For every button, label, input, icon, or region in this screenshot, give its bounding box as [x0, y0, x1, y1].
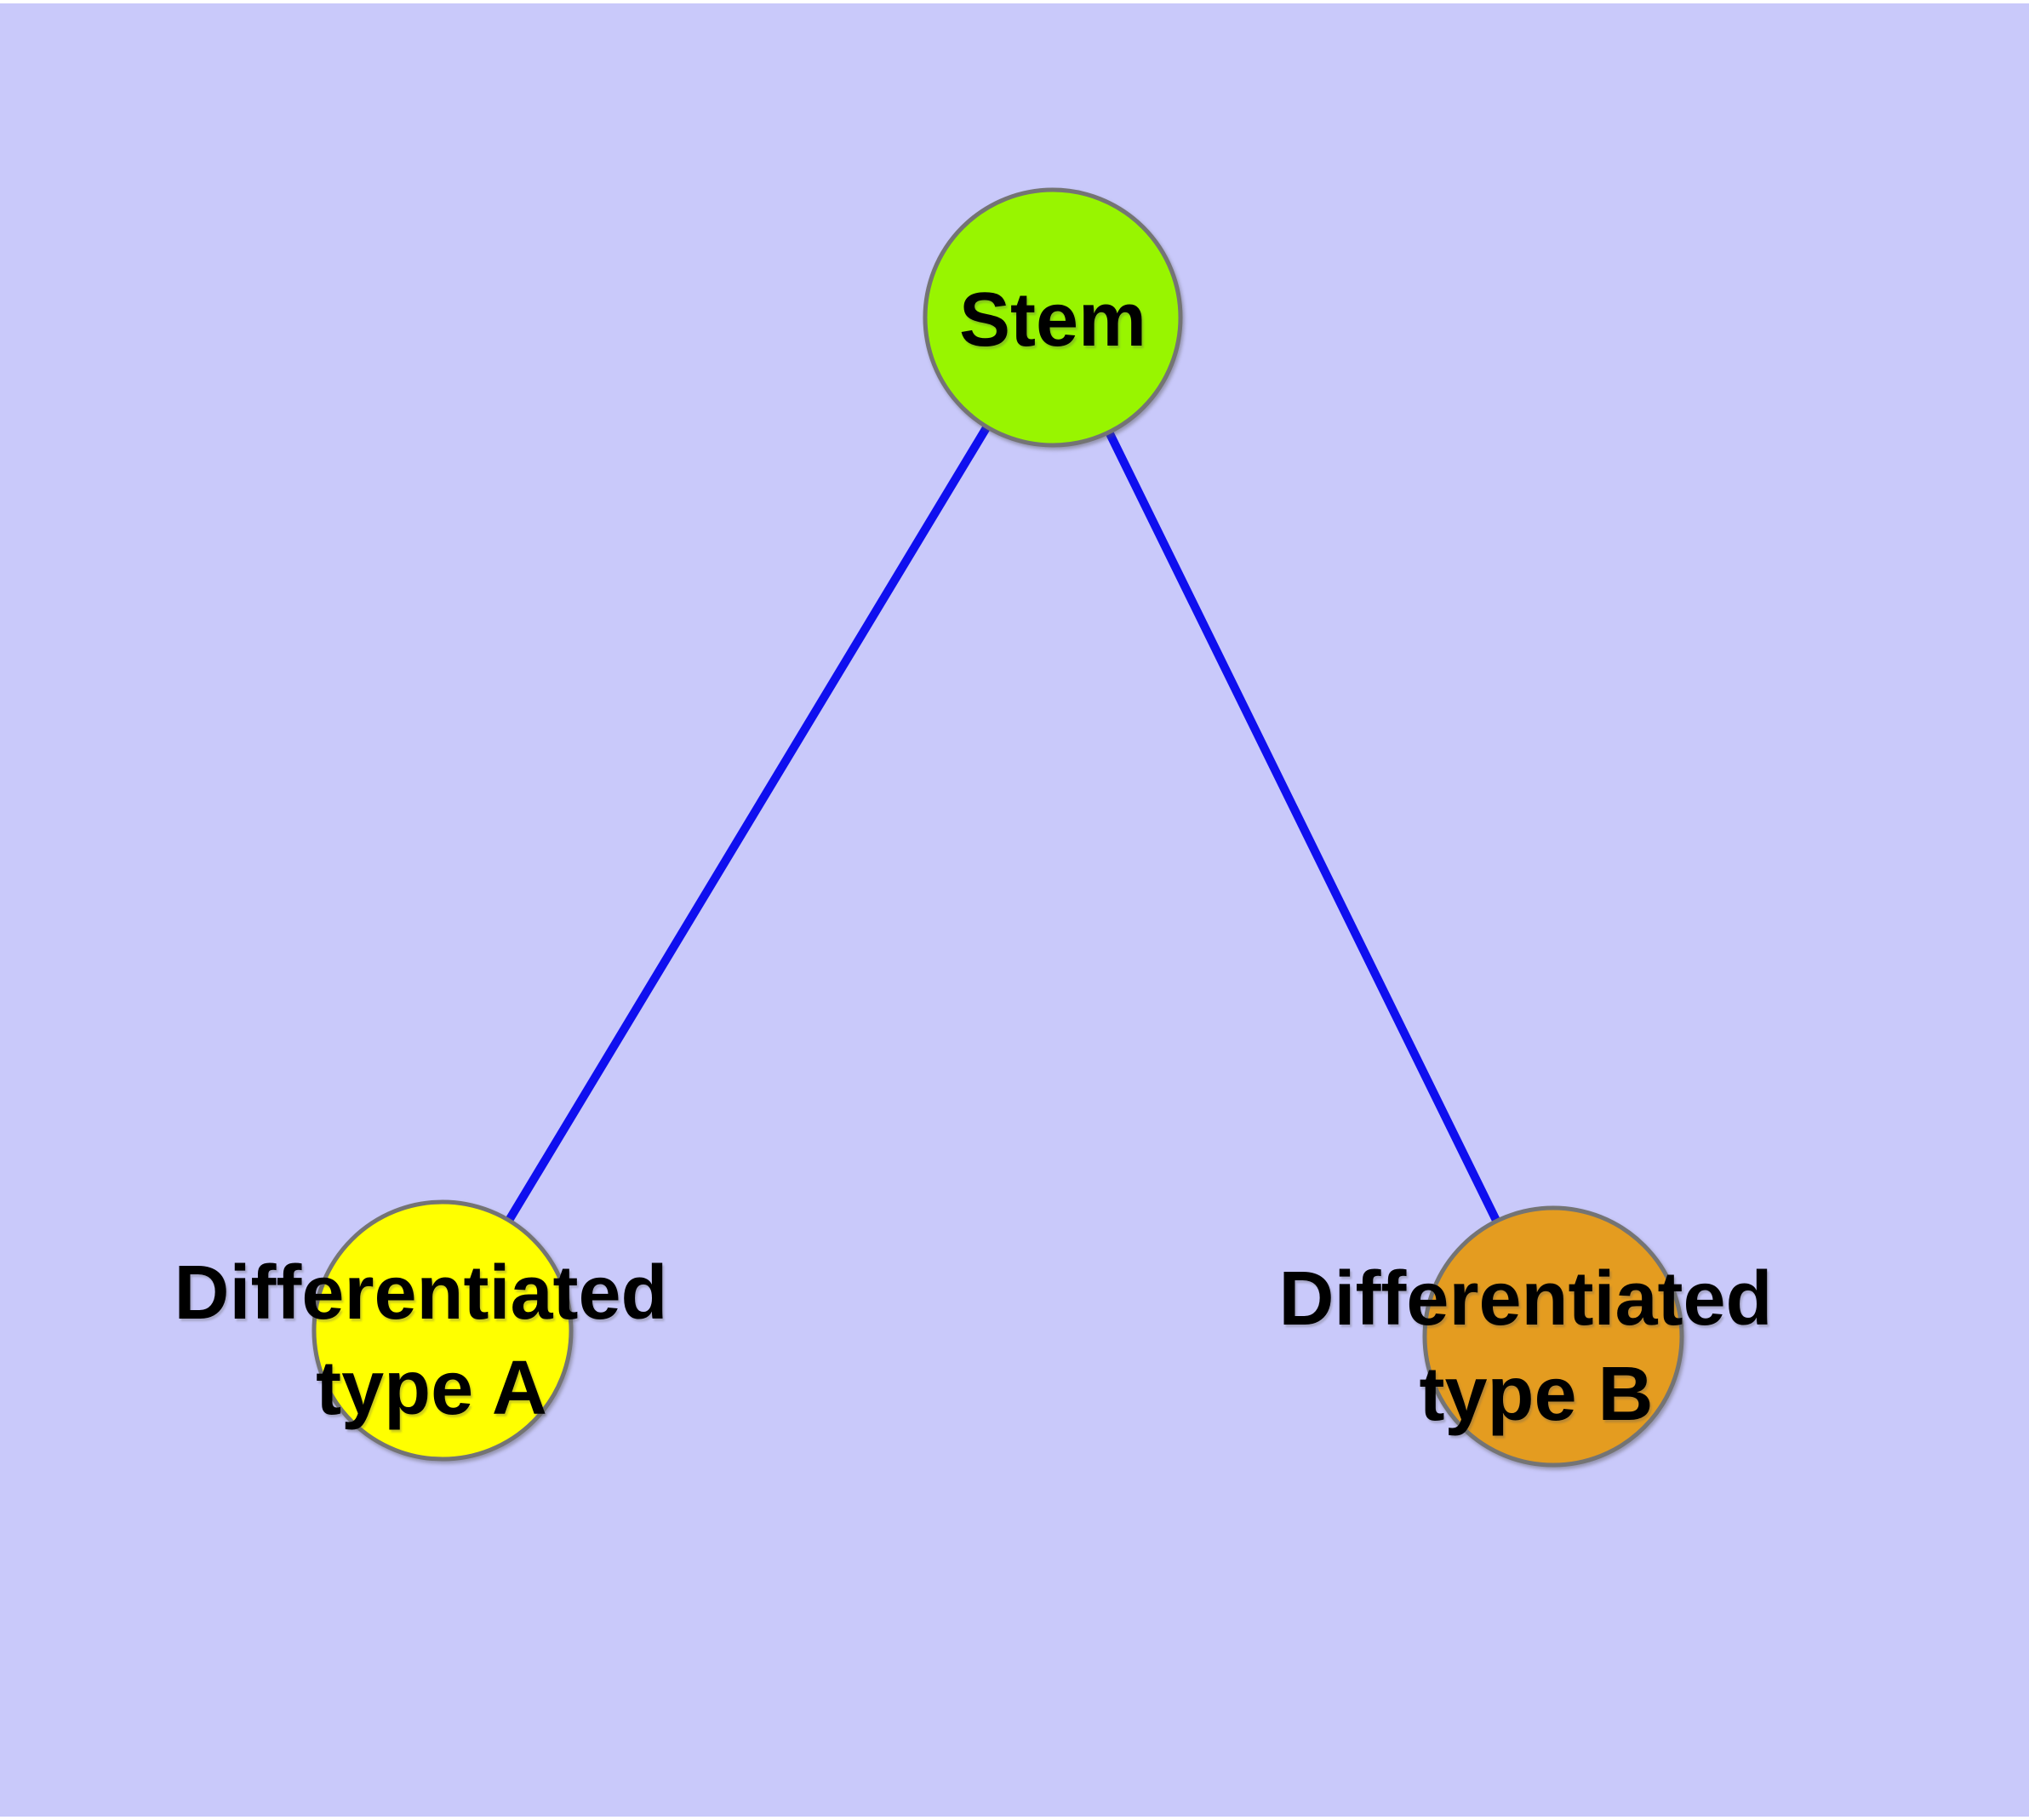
node-type-a-label-line1: Differentiated [174, 1251, 667, 1336]
node-differentiated-type-a: Differentiated type A [174, 1199, 689, 1462]
node-stem-label: Stem [959, 278, 1146, 363]
edge-stem-to-type-a [438, 315, 1057, 1333]
node-differentiated-type-b: Differentiated type B [1278, 1205, 1793, 1468]
node-type-a-label-line2: type A [316, 1346, 547, 1431]
node-type-b-circle [1422, 1205, 1684, 1468]
node-type-b-label-line2: type B [1419, 1352, 1653, 1437]
edge-stem-to-type-b [1049, 315, 1557, 1339]
node-type-a-circle [311, 1199, 574, 1462]
node-type-b-label-line1: Differentiated [1278, 1256, 1772, 1342]
node-stem: Stem [923, 187, 1183, 448]
node-type-b-label: Differentiated type B [1278, 1256, 1793, 1437]
node-stem-circle [923, 187, 1183, 448]
node-type-a-label: Differentiated type A [174, 1251, 689, 1431]
